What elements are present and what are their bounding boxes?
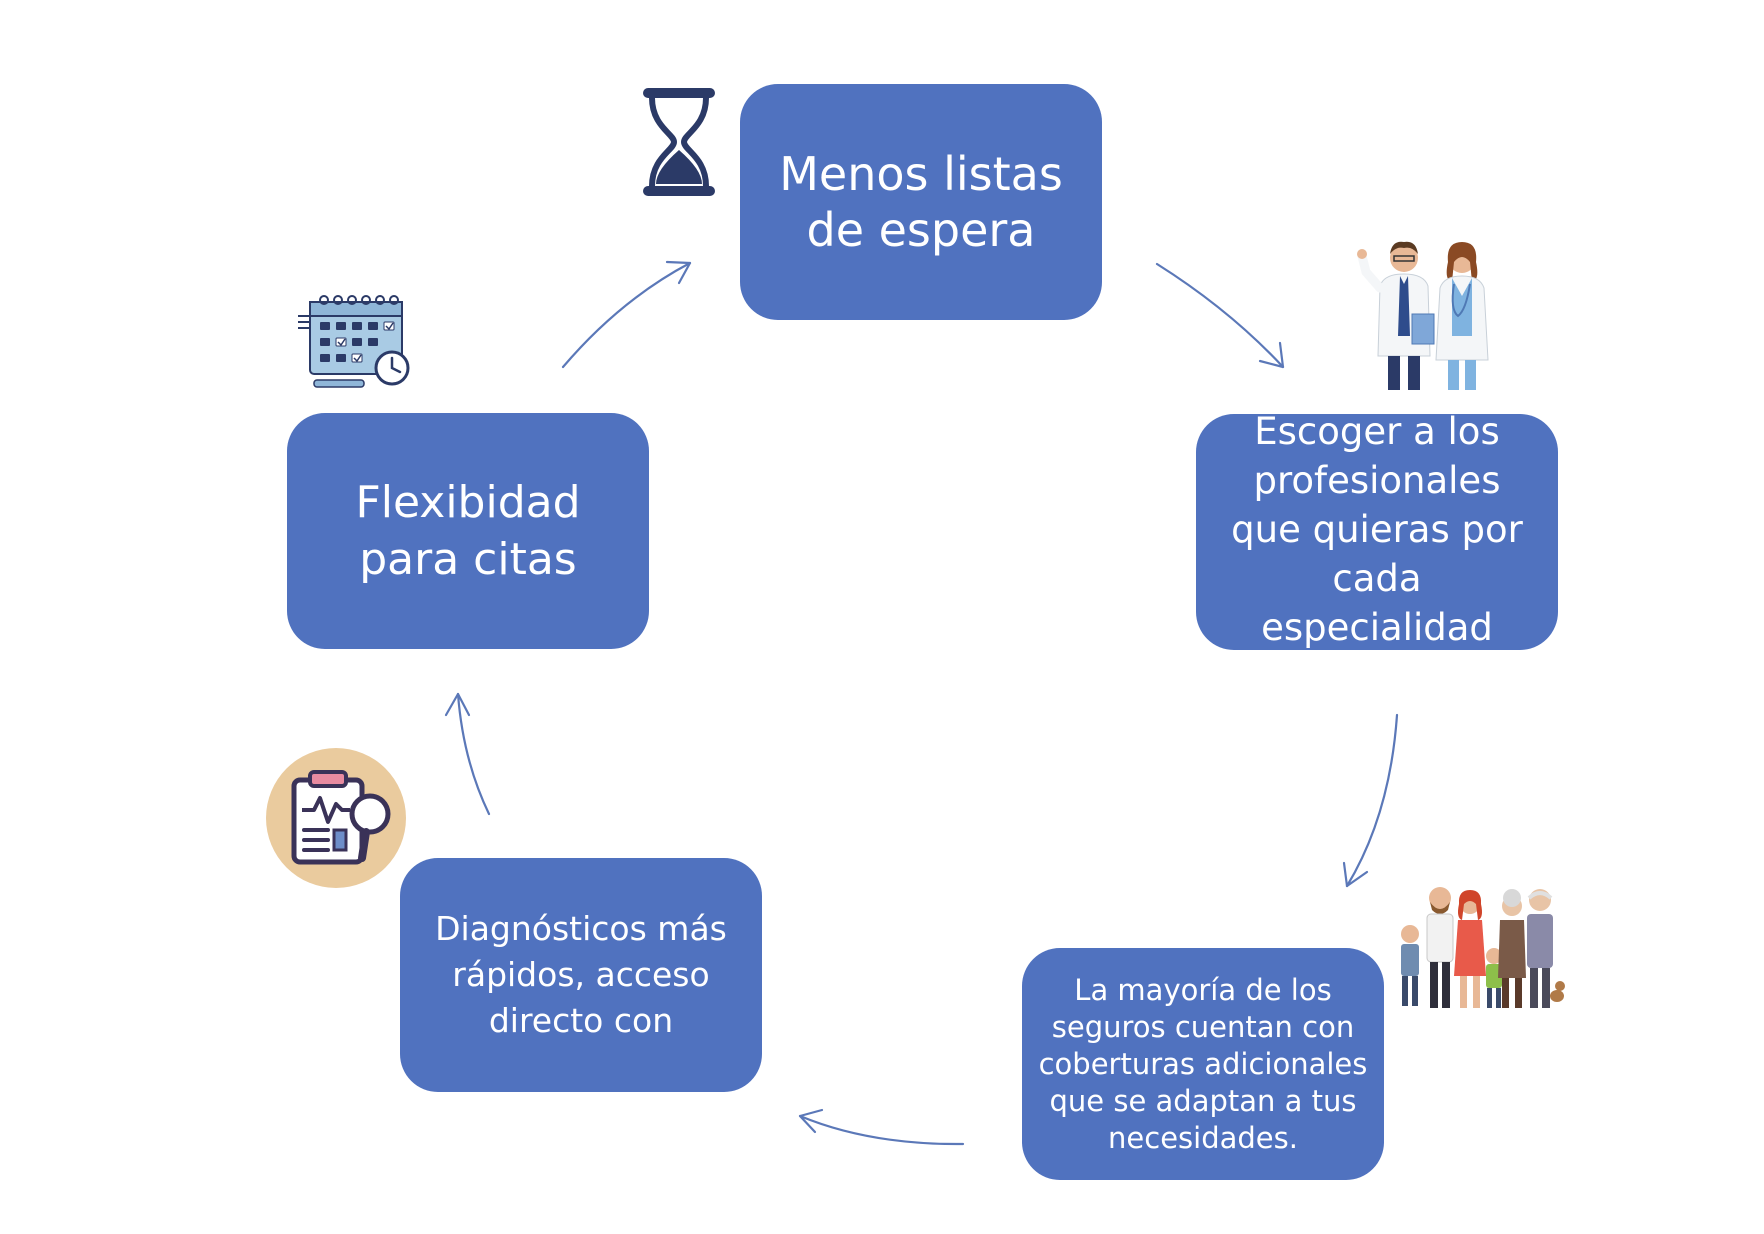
node-menos-listas-line: de espera	[806, 203, 1036, 257]
arrow-diagnosticos-to-flexibidad	[444, 692, 491, 816]
arrow-seguros-to-diagnosticos	[798, 1108, 965, 1146]
node-seguros-line: coberturas adicionales	[1038, 1046, 1368, 1081]
node-diagnosticos: Diagnósticos más rápidos, acceso directo…	[400, 858, 762, 1092]
node-diagnosticos-line: directo con	[488, 1001, 674, 1040]
node-seguros-coberturas: La mayoría de los seguros cuentan con co…	[1022, 948, 1384, 1180]
node-escoger-line: profesionales	[1253, 458, 1501, 502]
hourglass-icon	[643, 88, 715, 196]
node-escoger-profesionales: Escoger a los profesionales que quieras …	[1196, 410, 1558, 650]
node-diagnosticos-line: rápidos, acceso	[452, 955, 710, 994]
family-icon	[1401, 887, 1565, 1008]
node-diagnosticos-line: Diagnósticos más	[435, 909, 727, 948]
node-flexibidad-line: para citas	[359, 534, 577, 585]
node-seguros-line: necesidades.	[1108, 1120, 1298, 1155]
node-flexibidad-line: Flexibidad	[355, 477, 581, 528]
arrow-flexibidad-to-listas	[561, 260, 692, 369]
node-flexibidad: Flexibidad para citas	[287, 413, 649, 649]
node-seguros-line: que se adaptan a tus	[1049, 1083, 1357, 1118]
node-seguros-line: La mayoría de los	[1074, 972, 1332, 1007]
node-menos-listas-line: Menos listas	[779, 147, 1063, 201]
node-escoger-line: especialidad	[1261, 605, 1493, 649]
node-escoger-line: cada	[1332, 556, 1422, 600]
node-menos-listas: Menos listas de espera	[740, 84, 1102, 320]
node-escoger-line: que quieras por	[1231, 507, 1523, 551]
node-escoger-line: Escoger a los	[1254, 409, 1500, 453]
node-seguros-line: seguros cuentan con	[1051, 1009, 1355, 1044]
diagnostics-icon	[266, 748, 406, 888]
calendar-icon	[298, 295, 410, 388]
arrow-listas-to-escoger	[1155, 262, 1285, 369]
arrow-escoger-to-seguros	[1342, 713, 1399, 888]
doctors-icon	[1357, 241, 1489, 390]
